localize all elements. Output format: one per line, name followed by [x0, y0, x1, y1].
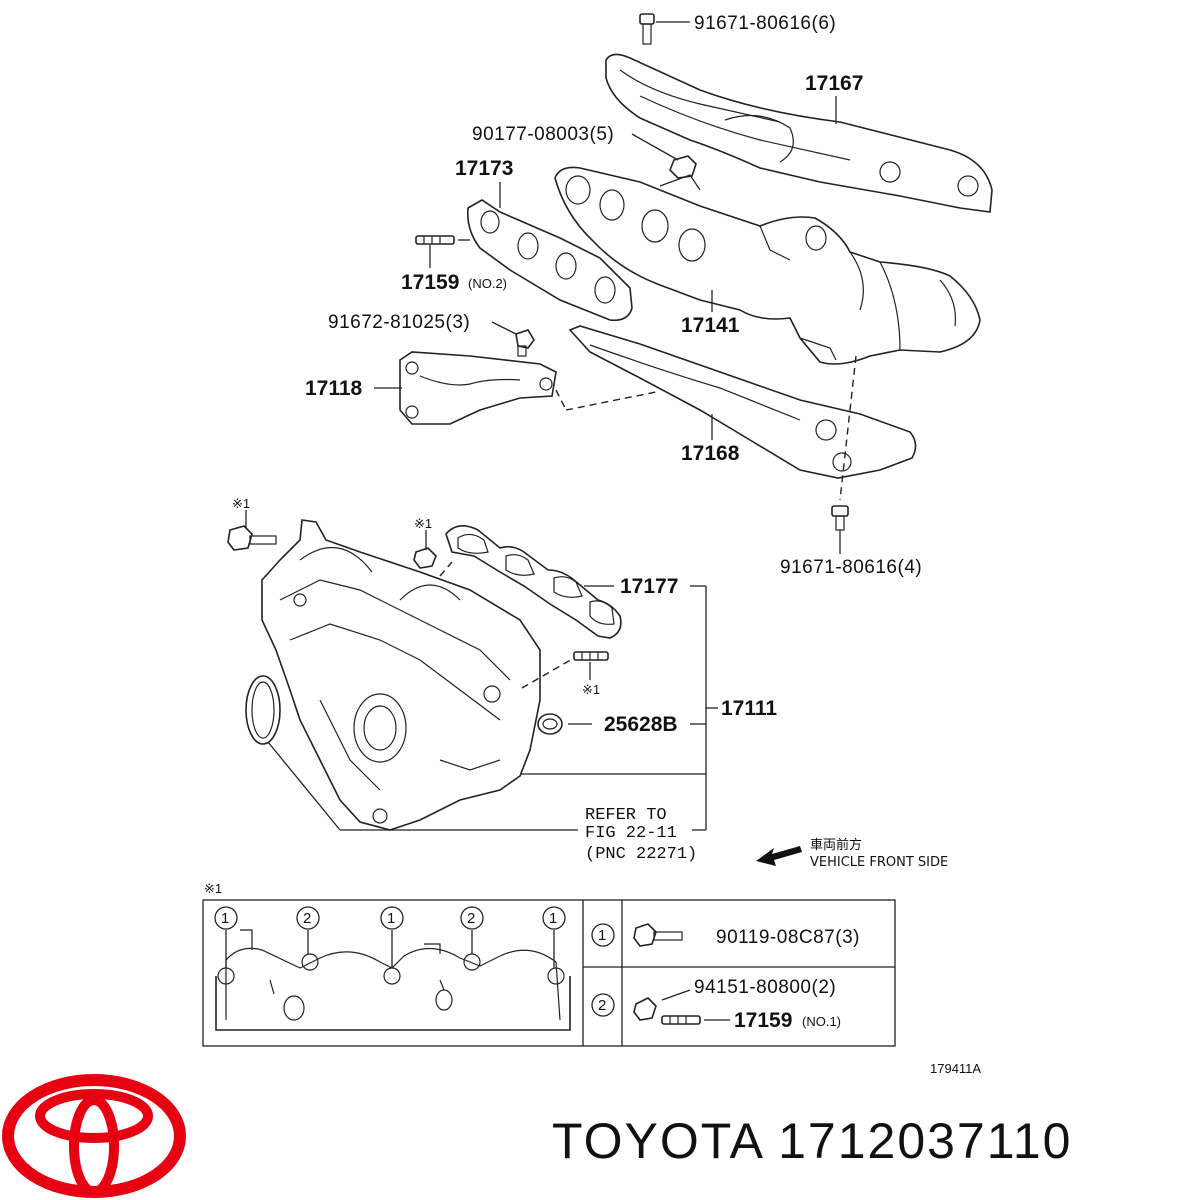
stud-mark1-icon	[573, 651, 609, 661]
toyota-logo	[2, 1074, 186, 1198]
bolt-top-icon	[639, 13, 655, 45]
bolt-bracket-icon	[515, 329, 535, 357]
alignment-lines	[439, 355, 857, 689]
callout-17167: 17167	[805, 72, 863, 95]
brand-part-number: TOYOTA 1712037110	[552, 1113, 1073, 1169]
refer-note-line3: (PNC 22271)	[585, 845, 697, 864]
legend-circle-1c: 1	[549, 910, 557, 927]
callout-bolt-top: 91671-80616(6)	[694, 13, 836, 34]
legend-table	[202, 899, 896, 1047]
legend-circle-1a: 1	[221, 910, 229, 927]
callout-17141: 17141	[681, 314, 740, 337]
o-ring	[245, 675, 281, 745]
direction-en: VEHICLE FRONT SIDE	[810, 855, 948, 870]
callout-17159-no2-suffix: (NO.2)	[468, 276, 507, 291]
nut-mark1-icon	[413, 547, 437, 569]
legend-bolt-icon	[633, 923, 683, 947]
legend-row2-key: 2	[598, 997, 606, 1014]
callout-17168: 17168	[681, 442, 740, 465]
nut-icon	[669, 155, 697, 179]
legend-row1-part: 90119-08C87(3)	[716, 927, 860, 948]
callout-25628b: 25628B	[604, 713, 678, 736]
callout-17173: 17173	[455, 157, 513, 180]
callout-17118: 17118	[305, 377, 363, 400]
figure-code: 179411A	[930, 1061, 981, 1076]
legend-row2-part-a: 94151-80800(2)	[694, 977, 836, 998]
intake-gasket	[445, 525, 622, 639]
callout-bolt-bottom: 91671-80616(4)	[780, 557, 922, 578]
callout-17111: 17111	[721, 697, 777, 720]
exhaust-manifold	[554, 166, 981, 365]
legend-stud-icon	[661, 1015, 701, 1025]
callout-17177: 17177	[620, 575, 678, 598]
bolt-bottom-icon	[831, 505, 849, 531]
legend-nut-icon	[633, 997, 657, 1021]
heat-insulator-lower	[568, 325, 917, 479]
heat-insulator-upper	[605, 53, 993, 213]
stud-no2-icon	[415, 235, 455, 245]
front-arrow-icon	[756, 846, 802, 866]
callout-nut: 90177-08003(5)	[472, 124, 614, 145]
legend-flange-drawing	[215, 929, 571, 1031]
callout-bolt-bracket: 91672-81025(3)	[328, 312, 470, 333]
bolt-mark1-left-icon	[227, 525, 277, 551]
refer-note-line2: FIG 22-11	[585, 824, 677, 843]
legend-circle-2b: 2	[467, 910, 475, 927]
legend-circle-2a: 2	[303, 910, 311, 927]
legend-circle-marks	[214, 906, 615, 1017]
callout-mark1-nut: ※1	[414, 516, 432, 531]
bracket	[399, 351, 557, 425]
callout-mark1-bolt: ※1	[232, 496, 250, 511]
callout-17159-no2: 17159	[401, 271, 459, 294]
intake-manifold	[261, 519, 541, 831]
gasket-25628b	[537, 713, 563, 735]
exhaust-gasket	[466, 199, 633, 322]
leader-lines	[245, 21, 841, 831]
legend-mark: ※1	[204, 881, 222, 896]
legend-row1-key: 1	[598, 927, 606, 944]
refer-note-line1: REFER TO	[585, 806, 667, 825]
callout-mark1-stud: ※1	[582, 682, 600, 697]
legend-row2-part-b-suffix: (NO.1)	[802, 1014, 841, 1029]
legend-circle-1b: 1	[387, 910, 395, 927]
legend-row2-part-b: 17159	[734, 1009, 792, 1032]
direction-jp: 車両前方	[810, 837, 862, 853]
